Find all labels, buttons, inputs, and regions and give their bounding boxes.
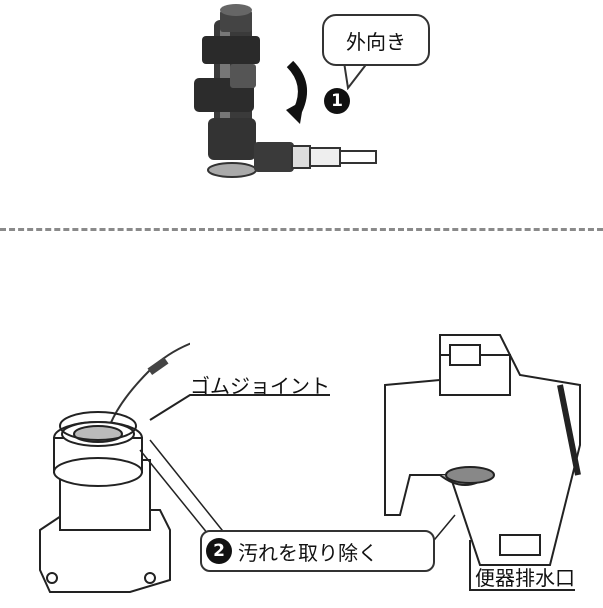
callout-text: 外向き xyxy=(346,29,406,54)
step-1-badge: 1 xyxy=(324,88,350,114)
step-2-number: 2 xyxy=(213,541,225,561)
valve-illustration xyxy=(194,4,377,178)
step-2-badge: 2 xyxy=(206,538,232,564)
step-2-box: 2 汚れを取り除く xyxy=(200,530,435,572)
rubber-joint-illustration xyxy=(39,342,190,593)
rubber-joint-label: ゴムジョイント xyxy=(190,374,330,398)
toilet-outlet-illustration xyxy=(384,334,581,566)
section-divider xyxy=(0,228,603,231)
step-1-number: 1 xyxy=(331,91,343,111)
step-2-text: 汚れを取り除く xyxy=(238,540,378,565)
outlet-label: 便器排水口 xyxy=(475,566,575,590)
callout-bubble: 外向き xyxy=(322,14,430,66)
